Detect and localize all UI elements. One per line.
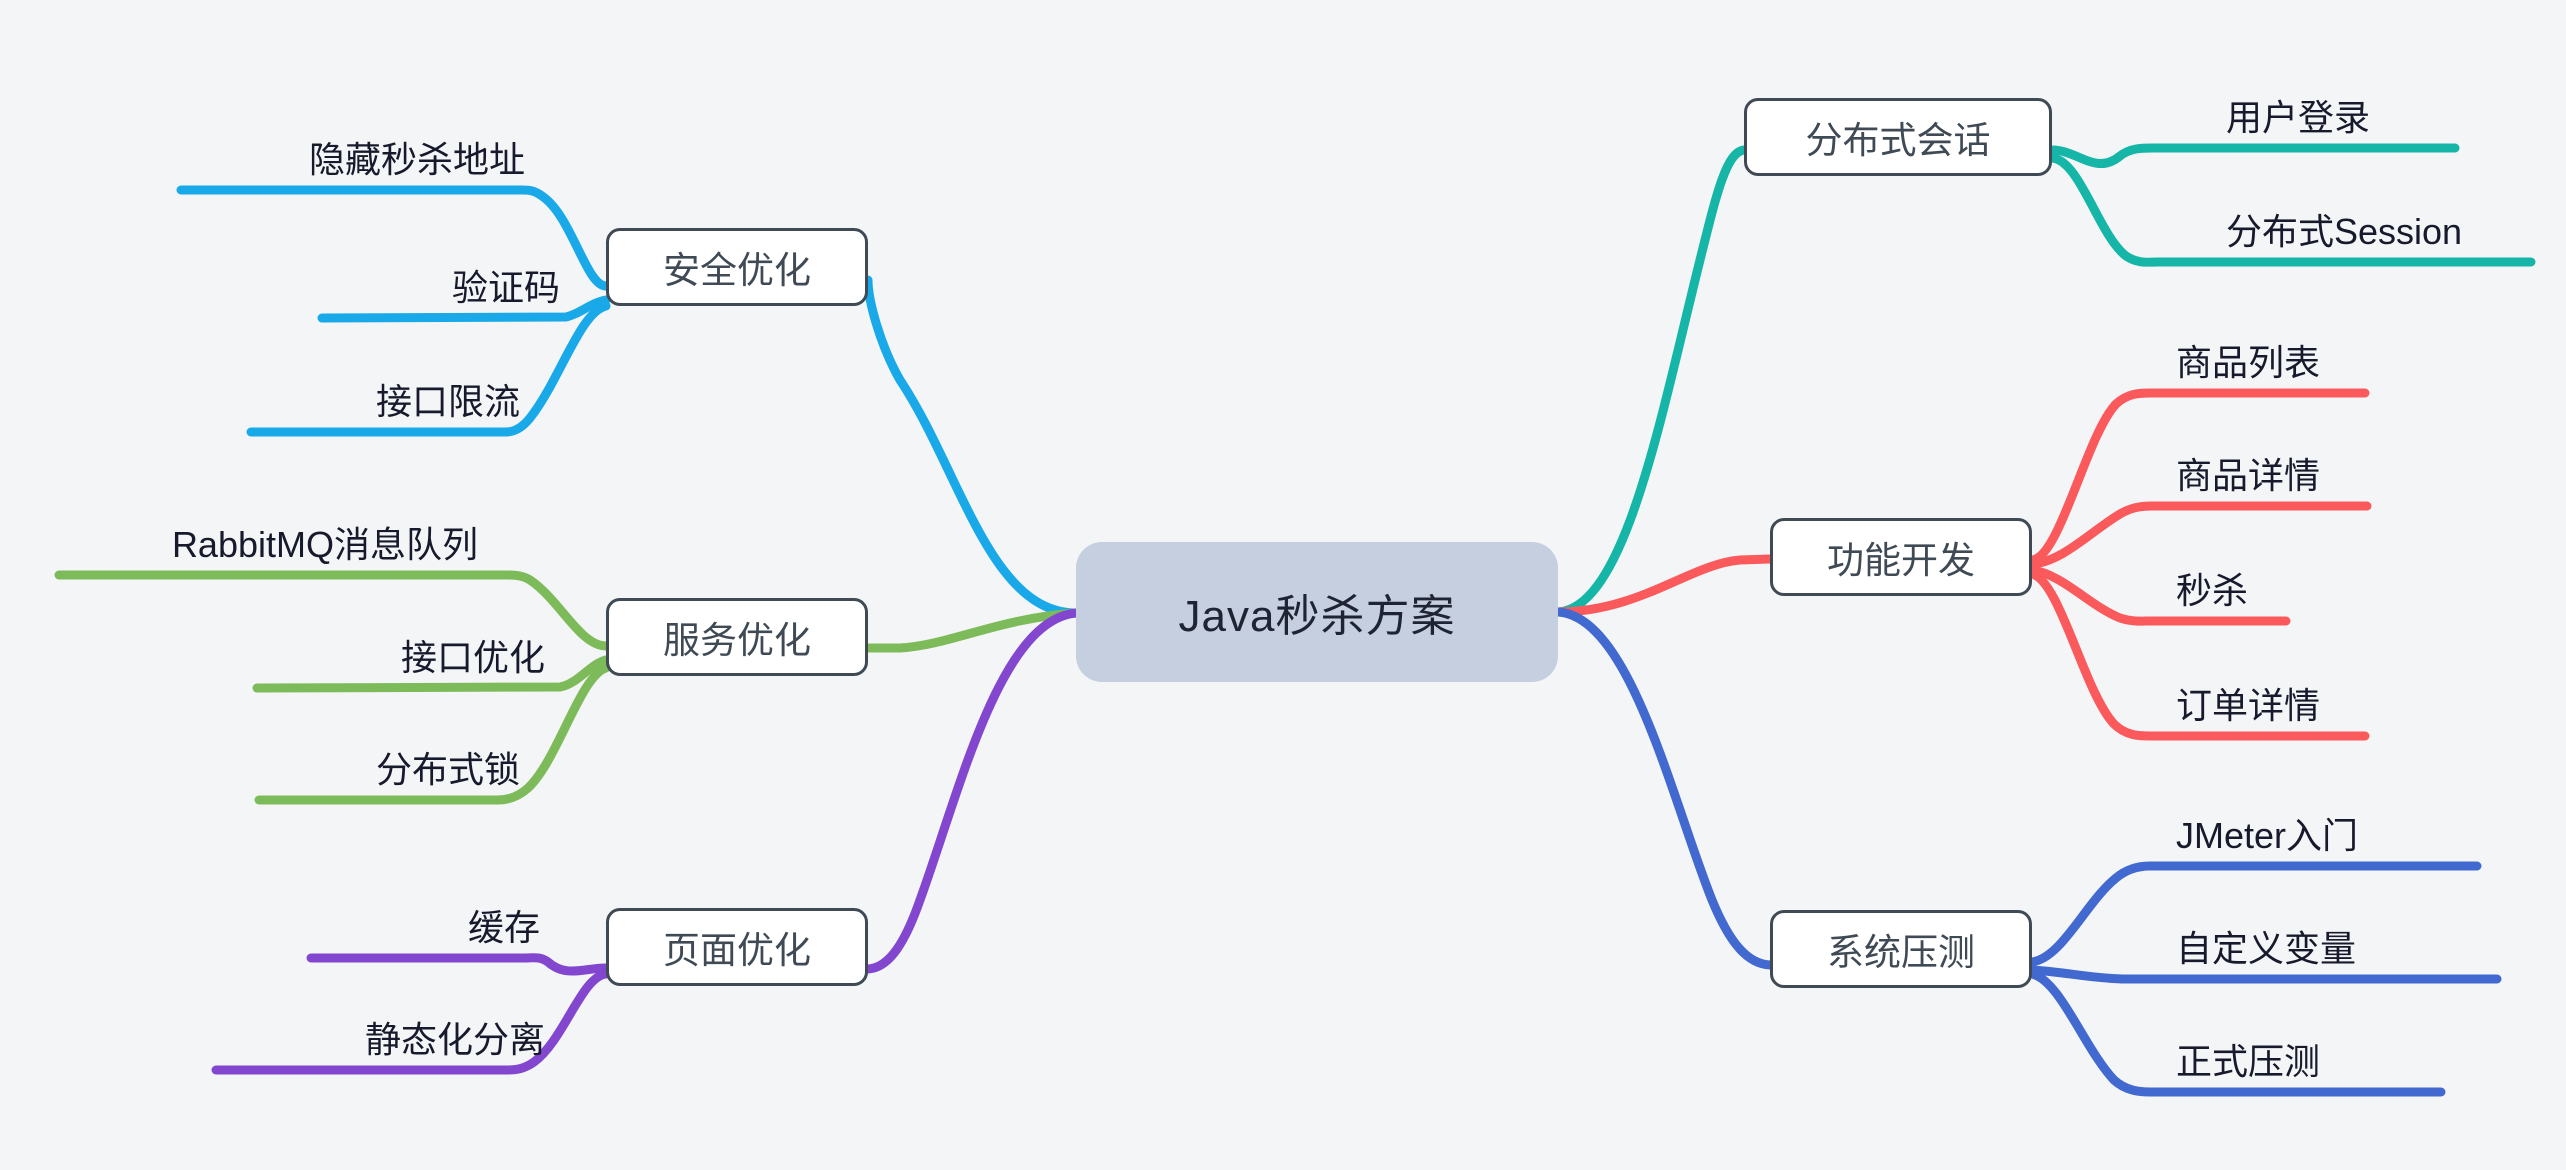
- leaf-label: 订单详情: [2176, 685, 2321, 726]
- leaf-label: 分布式锁: [375, 749, 520, 790]
- leaf-node-captcha[interactable]: 验证码: [200, 248, 560, 306]
- leaf-node-static-separation[interactable]: 静态化分离: [185, 1000, 545, 1058]
- leaf-label: 隐藏秒杀地址: [308, 139, 525, 180]
- leaf-label: 接口限流: [375, 381, 520, 422]
- leaf-node-product-list[interactable]: 商品列表: [2176, 323, 2566, 381]
- leaf-label: 分布式Session: [2226, 211, 2463, 252]
- branch-node-security-label: 安全优化: [663, 250, 811, 291]
- branch-node-feature-label: 功能开发: [1827, 540, 1975, 581]
- leaf-label: 静态化分离: [364, 1019, 545, 1060]
- leaf-label: 接口优化: [400, 637, 545, 678]
- leaf-label: JMeter入门: [2176, 815, 2359, 856]
- branch-node-session-label: 分布式会话: [1805, 120, 1991, 161]
- branch-node-stress-label: 系统压测: [1827, 932, 1975, 973]
- branch-node-feature[interactable]: 功能开发: [1770, 518, 2032, 596]
- branch-node-service[interactable]: 服务优化: [606, 598, 868, 676]
- leaf-node-formal-stress-test[interactable]: 正式压测: [2176, 1022, 2566, 1080]
- leaf-label: 自定义变量: [2176, 928, 2357, 969]
- leaf-node-distributed-lock[interactable]: 分布式锁: [160, 730, 520, 788]
- leaf-label: 正式压测: [2176, 1041, 2321, 1082]
- root-node[interactable]: Java秒杀方案: [1076, 542, 1558, 682]
- branch-node-session[interactable]: 分布式会话: [1744, 98, 2052, 176]
- branch-node-page[interactable]: 页面优化: [606, 908, 868, 986]
- leaf-node-user-login[interactable]: 用户登录: [2226, 78, 2566, 136]
- leaf-label: 秒杀: [2176, 570, 2249, 611]
- leaf-node-product-detail[interactable]: 商品详情: [2176, 436, 2566, 494]
- leaf-label: 验证码: [451, 267, 560, 308]
- leaf-node-api-optimization[interactable]: 接口优化: [185, 618, 545, 676]
- leaf-node-distributed-session[interactable]: 分布式Session: [2226, 192, 2566, 250]
- branch-node-security[interactable]: 安全优化: [606, 228, 868, 306]
- leaf-label: 商品详情: [2176, 455, 2321, 496]
- leaf-node-jmeter-intro[interactable]: JMeter入门: [2176, 796, 2566, 854]
- leaf-node-cache[interactable]: 缓存: [320, 888, 540, 946]
- leaf-node-order-detail[interactable]: 订单详情: [2176, 666, 2566, 724]
- leaf-node-rabbitmq-message-queue[interactable]: RabbitMQ消息队列: [20, 505, 478, 563]
- branch-node-page-label: 页面优化: [663, 930, 811, 971]
- branch-node-stress[interactable]: 系统压测: [1770, 910, 2032, 988]
- leaf-node-hide-seckill-url[interactable]: 隐藏秒杀地址: [100, 120, 525, 178]
- leaf-label: 商品列表: [2176, 342, 2321, 383]
- leaf-node-custom-variables[interactable]: 自定义变量: [2176, 909, 2566, 967]
- leaf-label: 用户登录: [2226, 97, 2371, 138]
- leaf-node-seckill[interactable]: 秒杀: [2176, 551, 2566, 609]
- leaf-label: RabbitMQ消息队列: [171, 524, 478, 565]
- leaf-node-api-rate-limit[interactable]: 接口限流: [160, 362, 520, 420]
- leaf-label: 缓存: [467, 907, 540, 948]
- root-node-label: Java秒杀方案: [1178, 592, 1456, 641]
- branch-node-service-label: 服务优化: [663, 620, 811, 661]
